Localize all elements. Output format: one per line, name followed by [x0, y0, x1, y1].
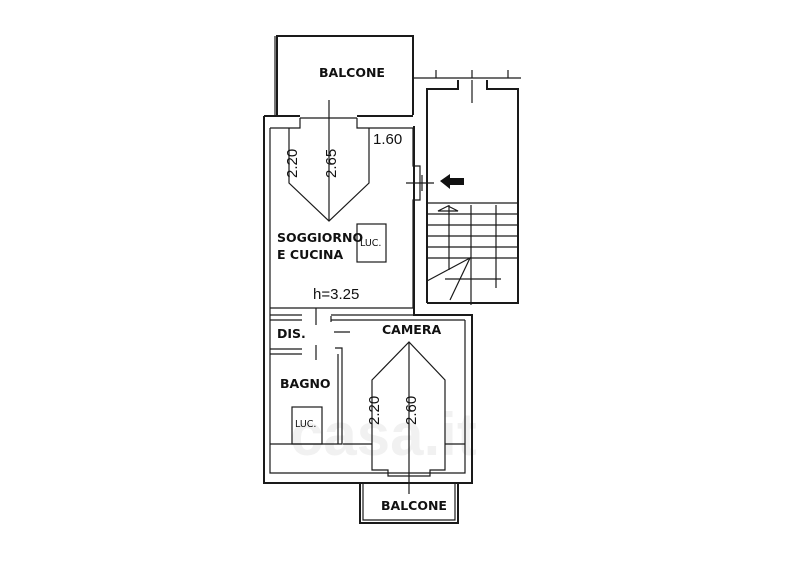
room-label-camera: CAMERA — [382, 322, 441, 337]
room-label-cucina: E CUCINA — [277, 247, 344, 262]
luc-bagno-label: LUC. — [295, 419, 316, 430]
apartment-walls — [263, 115, 473, 484]
balcony-top — [274, 35, 414, 115]
soggiorno-high-height: 2.65 — [323, 149, 340, 178]
room-label-soggiorno: SOGGIORNO — [277, 230, 363, 245]
ceiling-height: h=3.25 — [313, 286, 359, 303]
camera-low-height: 2.20 — [366, 396, 383, 425]
staircase — [413, 70, 521, 305]
entrance-arrow-icon — [406, 174, 464, 191]
camera-high-height: 2.60 — [403, 396, 420, 425]
balcony-bottom — [359, 483, 459, 524]
room-label-dis: DIS. — [277, 326, 306, 341]
room-label-balcone-bottom: BALCONE — [381, 498, 447, 513]
soggiorno-slope-marker — [288, 100, 370, 222]
luc-bagno: LUC. — [291, 406, 323, 445]
soggiorno-low-height: 2.20 — [284, 149, 301, 178]
luc-soggiorno-label: LUC. — [360, 238, 381, 249]
entry-width: 1.60 — [373, 131, 402, 148]
room-label-bagno: BAGNO — [280, 376, 331, 391]
luc-soggiorno: LUC. — [356, 223, 387, 263]
camera-slope-marker — [371, 341, 446, 494]
room-label-balcone-top: BALCONE — [319, 65, 385, 80]
watermark: casa.it — [290, 401, 477, 468]
